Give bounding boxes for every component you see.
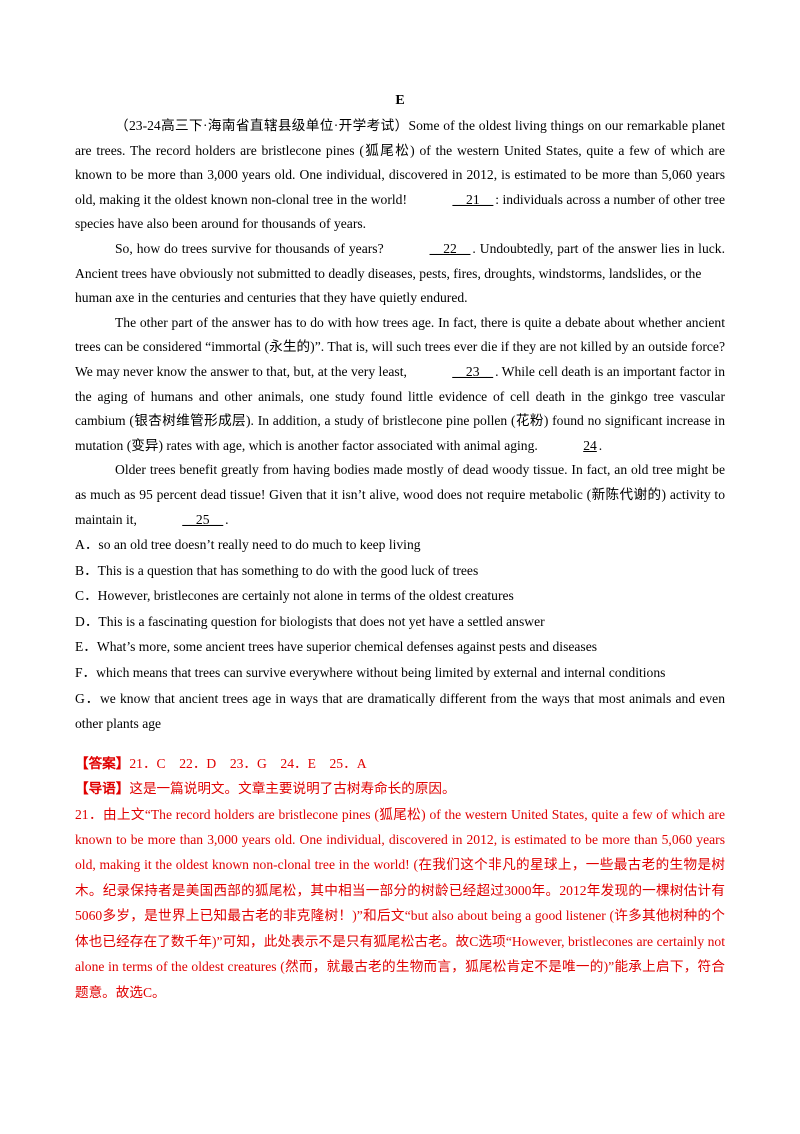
option-e: E．What’s more, some ancient trees have s… <box>75 639 598 655</box>
paragraph-text: The other part of the answer has to do w… <box>75 314 725 379</box>
blank-22: __22__ <box>429 240 471 256</box>
blank-21: __21__ <box>452 191 494 207</box>
guide-line: 【导语】这是一篇说明文。文章主要说明了古树寿命长的原因。 <box>75 776 725 801</box>
document-page: E （23-24高三下·海南省直辖县级单位·开学考试）Some of the o… <box>75 88 725 1005</box>
paragraph-text: . While cell death is an important facto… <box>75 363 725 453</box>
guide-text: 这是一篇说明文。文章主要说明了古树寿命长的原因。 <box>129 781 456 797</box>
option-f: F．which means that trees can survive eve… <box>75 665 666 681</box>
options-list: A．so an old tree doesn’t really need to … <box>75 532 725 737</box>
explanation-21: 21．由上文“The record holders are bristlecon… <box>75 806 725 1000</box>
option-a: A．so an old tree doesn’t really need to … <box>75 537 421 553</box>
answer-section: 【答案】21．C 22．D 23．G 24．E 25．A 【导语】这是一篇说明文… <box>75 751 725 1005</box>
paragraph-text: : individuals across a number of other t… <box>75 191 725 232</box>
option-g: G．we know that ancient trees age in ways… <box>75 690 725 732</box>
passage-paragraph-3: The other part of the answer has to do w… <box>75 311 725 459</box>
guide-tag: 【导语】 <box>75 781 130 797</box>
answer-line: 【答案】21．C 22．D 23．G 24．E 25．A <box>75 751 725 776</box>
passage-paragraph-4: Older trees benefit greatly from having … <box>75 458 725 532</box>
paragraph-text: . <box>598 437 603 453</box>
paragraph-text: . Undoubtedly, part of the answer lies i… <box>75 240 725 281</box>
blank-25: __25__ <box>182 511 224 527</box>
passage-paragraph-2-continued: human axe in the centuries and centuries… <box>75 290 468 306</box>
option-d: D．This is a fascinating question for bio… <box>75 613 545 629</box>
blank-24: 24 <box>583 437 597 453</box>
passage-paragraph-1: （23-24高三下·海南省直辖县级单位·开学考试）Some of the old… <box>75 114 725 237</box>
option-b: B．This is a question that has something … <box>75 562 479 578</box>
paragraph-text: . <box>225 511 229 527</box>
paragraph-text: Older trees benefit greatly from having … <box>75 462 725 527</box>
option-c: C．However, bristlecones are certainly no… <box>75 588 514 604</box>
answer-tag: 【答案】 <box>75 755 130 771</box>
paragraph-text: （23-24高三下·海南省直辖县级单位·开学考试）Some of the old… <box>75 118 725 207</box>
paragraph-text: So, how do trees survive for thousands o… <box>115 240 388 256</box>
passage-paragraph-2: So, how do trees survive for thousands o… <box>75 237 725 286</box>
blank-23: __23__ <box>452 363 494 379</box>
section-heading: E <box>395 93 405 108</box>
answer-text: 21．C 22．D 23．G 24．E 25．A <box>129 755 367 771</box>
